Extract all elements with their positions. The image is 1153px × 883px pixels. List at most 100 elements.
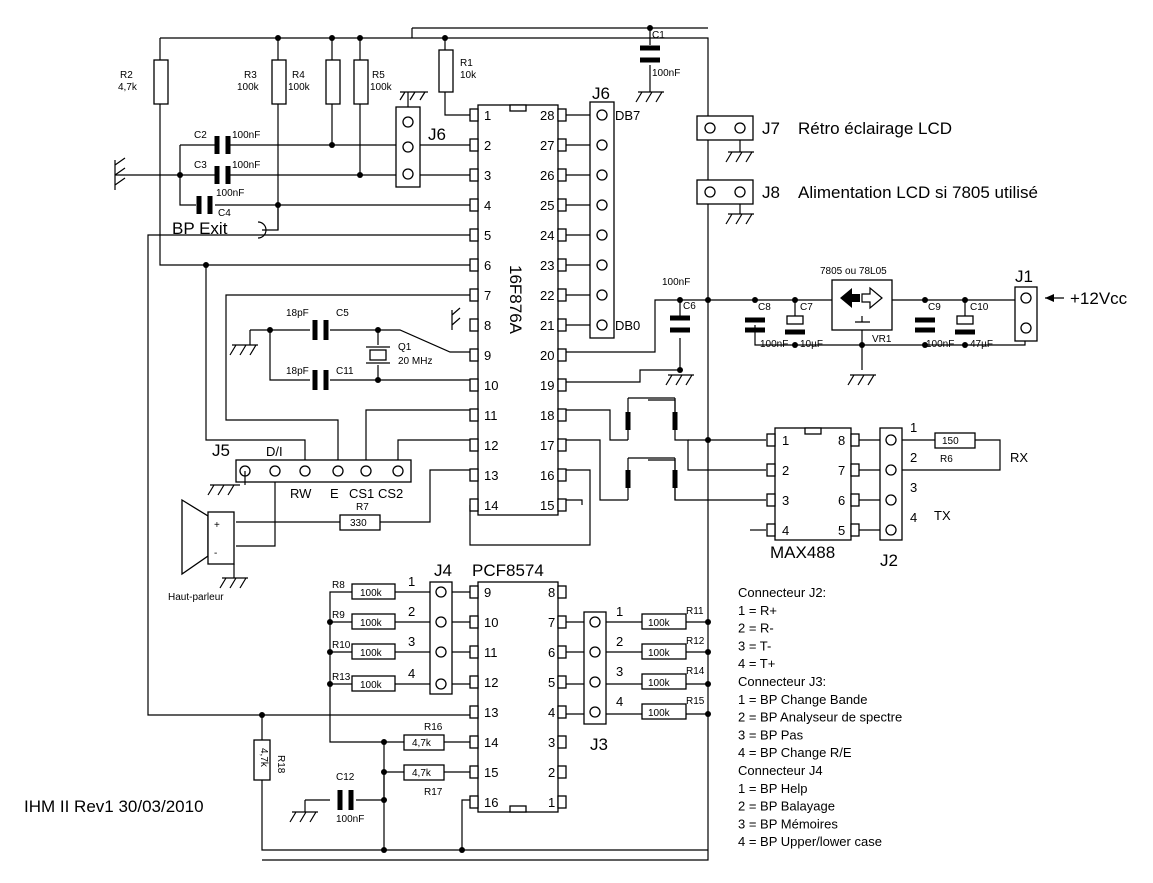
bp-exit: BP Exit bbox=[172, 219, 228, 238]
rs485-drivers bbox=[625, 397, 678, 500]
j7-label: Rétro éclairage LCD bbox=[798, 119, 952, 138]
svg-text:+: + bbox=[214, 520, 220, 531]
j4-pin-number: 3 bbox=[408, 634, 415, 649]
mcu-right-pin-number: 27 bbox=[540, 138, 554, 153]
svg-text:C11: C11 bbox=[336, 366, 354, 377]
j6-pin bbox=[596, 259, 608, 271]
j4-pin-number: 1 bbox=[408, 574, 415, 589]
mcu-right-pin-number: 20 bbox=[540, 348, 554, 363]
mcu-right-pin-box bbox=[557, 198, 567, 212]
pcf-right-pin-number: 3 bbox=[548, 735, 555, 750]
max-right-pin-number: 8 bbox=[838, 433, 845, 448]
speaker: + - Haut-parleur bbox=[168, 498, 248, 603]
svg-text:100nF: 100nF bbox=[336, 814, 364, 825]
pcf-right-pin-number: 5 bbox=[548, 675, 555, 690]
j4-name: J4 bbox=[434, 561, 452, 580]
max-right-pin-number: 5 bbox=[838, 523, 845, 538]
svg-text:C12: C12 bbox=[336, 772, 355, 783]
max-right-pin-number: 7 bbox=[838, 463, 845, 478]
j2-pin-number: 2 bbox=[910, 450, 917, 465]
j4-pin-number: 2 bbox=[408, 604, 415, 619]
mcu-right-pin-box bbox=[557, 408, 567, 422]
svg-text:C7: C7 bbox=[800, 302, 813, 313]
j6-db7: DB7 bbox=[615, 108, 640, 123]
j4-pin bbox=[435, 678, 447, 690]
svg-text:C10: C10 bbox=[970, 302, 989, 313]
note-line: 3 = T- bbox=[738, 638, 771, 653]
pcf-right-pin-box bbox=[557, 795, 567, 809]
mcu-left-pin-number: 4 bbox=[484, 198, 491, 213]
mcu-left-pin-box bbox=[469, 138, 479, 152]
max-left-pin-number: 4 bbox=[782, 523, 789, 538]
svg-text:R18: R18 bbox=[275, 755, 286, 774]
mcu-left-pin-box bbox=[469, 258, 479, 272]
svg-text:C2: C2 bbox=[194, 130, 207, 141]
diagram-title: IHM II Rev1 30/03/2010 bbox=[24, 797, 204, 816]
mcu-right-pin-number: 28 bbox=[540, 108, 554, 123]
mcu-right-pin-number: 26 bbox=[540, 168, 554, 183]
j2-pin bbox=[885, 434, 897, 446]
note-line: 2 = BP Analyseur de spectre bbox=[738, 710, 902, 725]
svg-text:10µF: 10µF bbox=[800, 339, 823, 350]
pcf-right-pin-box bbox=[557, 705, 567, 719]
mcu-left-pin-box bbox=[469, 438, 479, 452]
svg-text:100nF: 100nF bbox=[216, 188, 244, 199]
mcu-left-pin-number: 9 bbox=[484, 348, 491, 363]
j4-resistor bbox=[351, 675, 396, 692]
top-resistors: R2 4,7k R3 100k R4 100k R5 100k R1 10k bbox=[118, 49, 477, 105]
pcf-right-pin-number: 2 bbox=[548, 765, 555, 780]
mcu-right-pin-number: 25 bbox=[540, 198, 554, 213]
j6-pin bbox=[596, 199, 608, 211]
mcu-right-pin-number: 15 bbox=[540, 498, 554, 513]
j5-rw: RW bbox=[290, 486, 312, 501]
j3-pin-number: 2 bbox=[616, 634, 623, 649]
j5-cs2: CS2 bbox=[378, 486, 403, 501]
mcu-left-pin-box bbox=[469, 378, 479, 392]
mcu-left-pin-number: 13 bbox=[484, 468, 498, 483]
pcf-right-pin-number: 4 bbox=[548, 705, 555, 720]
mcu-right-pin-number: 22 bbox=[540, 288, 554, 303]
max-left-pin-number: 2 bbox=[782, 463, 789, 478]
caps-c2-c3-c4: C2 100nF C3 100nF 100nF C4 BP Exit bbox=[114, 130, 267, 239]
j6-pin bbox=[596, 139, 608, 151]
pcf-left-pin-number: 11 bbox=[484, 645, 498, 660]
svg-text:VR1: VR1 bbox=[872, 334, 892, 345]
j6-small-connector: J6 bbox=[395, 91, 446, 188]
c1-j7-j8: C1 100nF J7 Rétro éclairage LCD J8 Alime… bbox=[635, 30, 1038, 225]
pcf-left-pin-number: 12 bbox=[484, 675, 498, 690]
j5-name: J5 bbox=[212, 441, 230, 460]
j4-resistor-name: R13 bbox=[332, 672, 351, 683]
j6-pin bbox=[596, 289, 608, 301]
svg-text:330: 330 bbox=[350, 518, 367, 529]
max-right-pin-box bbox=[850, 523, 860, 537]
j3-resistor-value: 100k bbox=[648, 708, 671, 719]
svg-text:100k: 100k bbox=[370, 82, 393, 93]
j6-name: J6 bbox=[592, 84, 610, 103]
svg-text:R17: R17 bbox=[424, 787, 443, 798]
max-left-pin-box bbox=[766, 523, 776, 537]
j4-resistor bbox=[351, 583, 396, 600]
pcf-left-pin-box bbox=[469, 675, 479, 689]
j2-pin bbox=[885, 494, 897, 506]
crystal-section: 18pF C5 18pF C11 Q1 20 MHz bbox=[229, 307, 461, 390]
mcu-right-pin-number: 17 bbox=[540, 438, 554, 453]
mcu-right-pin-box bbox=[557, 438, 567, 452]
j3-resistor-name: R12 bbox=[686, 636, 705, 647]
svg-text:100nF: 100nF bbox=[652, 68, 680, 79]
j4-pin-number: 4 bbox=[408, 666, 415, 681]
svg-text:R3: R3 bbox=[244, 70, 257, 81]
j2-name: J2 bbox=[880, 551, 898, 570]
j4-resistor-name: R10 bbox=[332, 640, 351, 651]
j3-pin bbox=[589, 706, 601, 718]
j2-pin-number: 1 bbox=[910, 420, 917, 435]
j6-pin bbox=[596, 319, 608, 331]
pcf-left-pin-number: 14 bbox=[484, 735, 498, 750]
svg-text:100nF: 100nF bbox=[232, 160, 260, 171]
r7: 330 R7 bbox=[339, 502, 381, 531]
pcf-bottom-parts: 4,7k R16 4,7k R17 C12 100nF 4,7k R18 bbox=[253, 722, 445, 825]
mcu-left-pin-box bbox=[469, 288, 479, 302]
